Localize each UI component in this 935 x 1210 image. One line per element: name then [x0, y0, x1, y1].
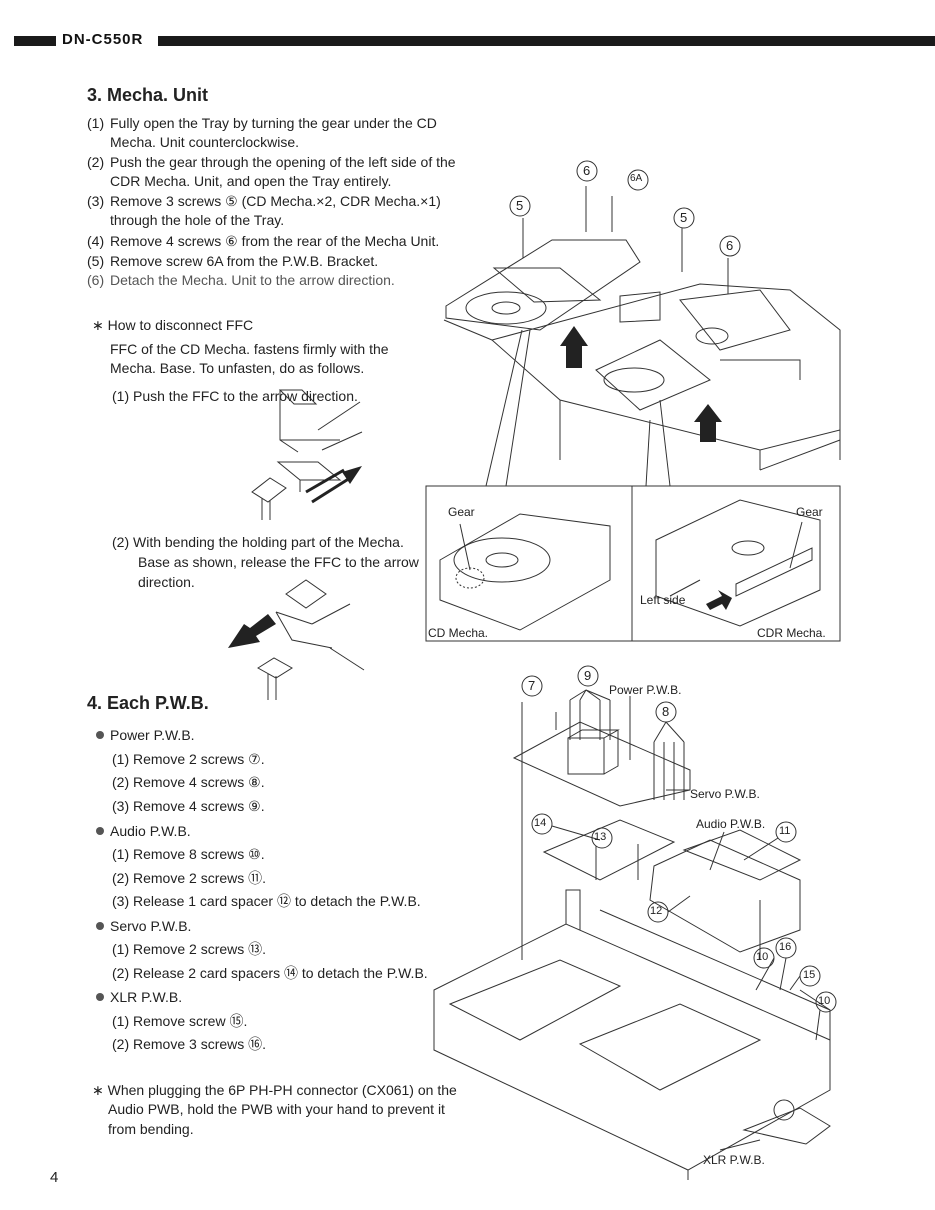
xlr-step-2: (2) Remove 3 screws ⑯. [112, 1036, 267, 1052]
header-bar-left [14, 36, 56, 46]
gear-label-left: Gear [448, 505, 475, 519]
bullet-icon [96, 731, 104, 739]
audio-pwb-heading: Audio P.W.B. [96, 822, 191, 841]
callout-14: 14 [534, 817, 547, 829]
callout-6a: 6 [583, 163, 591, 178]
bullet-icon [96, 993, 104, 1001]
ffc-step-2-line-2: Base as shown, release the FFC to the ar… [138, 554, 419, 570]
ffc-text-1: FFC of the CD Mecha. fastens firmly with… [110, 341, 389, 357]
servo-step-2: (2) Release 2 card spacers ⑭ to detach t… [112, 965, 428, 981]
xlr-step-1: (1) Remove screw ⑮. [112, 1013, 248, 1029]
bullet-icon [96, 827, 104, 835]
ffc-release-illustration [228, 579, 365, 700]
mecha-unit-exploded-diagram [425, 160, 841, 642]
callout-7: 7 [528, 678, 536, 693]
power-step-3: (3) Remove 4 screws ⑨. [112, 798, 265, 814]
audio-step-1: (1) Remove 8 screws ⑩. [112, 846, 265, 862]
callout-12: 12 [650, 905, 663, 917]
ffc-step-2-line-3: direction. [138, 574, 195, 590]
servo-pwb-heading: Servo P.W.B. [96, 917, 191, 936]
ffc-step-1: (1) Push the FFC to the arrow direction. [112, 388, 358, 404]
gear-label-right: Gear [796, 505, 823, 519]
callout-9: 9 [584, 668, 592, 683]
connector-note-2: Audio PWB, hold the PWB with your hand t… [108, 1101, 445, 1117]
bullet-icon [96, 922, 104, 930]
xlr-pwb-heading: XLR P.W.B. [96, 988, 182, 1007]
pwb-exploded-diagram [433, 665, 837, 1180]
callout-13: 13 [594, 831, 607, 843]
audio-step-2: (2) Remove 2 screws ⑪. [112, 870, 267, 886]
callout-10b: 10 [818, 995, 831, 1007]
power-step-1: (1) Remove 2 screws ⑦. [112, 751, 265, 767]
xlr-pwb-label: XLR P.W.B. [703, 1153, 765, 1167]
servo-step-1: (1) Remove 2 screws ⑬. [112, 941, 267, 957]
section-4-title: 4. Each P.W.B. [87, 693, 209, 713]
servo-pwb-label: Servo P.W.B. [690, 787, 760, 801]
callout-10a: 10 [756, 951, 769, 963]
audio-pwb-label: Audio P.W.B. [696, 817, 766, 831]
section-3-title: 3. Mecha. Unit [87, 85, 209, 105]
callout-8: 8 [662, 704, 670, 719]
callout-5b: 5 [680, 210, 688, 225]
callout-11: 11 [779, 825, 791, 837]
ffc-text-2: Mecha. Base. To unfasten, do as follows. [110, 360, 365, 376]
callout-15: 15 [803, 969, 816, 981]
cdr-mecha-label: CDR Mecha. [757, 626, 826, 640]
model-name: DN-C550R [58, 31, 148, 48]
ffc-heading: ∗ How to disconnect FFC [92, 317, 254, 333]
ffc-push-illustration [251, 389, 363, 520]
header-bar-right [158, 36, 935, 46]
ffc-step-2-line-1: (2) With bending the holding part of the… [112, 534, 404, 550]
left-side-label: Left side [640, 593, 686, 607]
page-number: 4 [50, 1169, 59, 1186]
connector-note-3: from bending. [108, 1121, 194, 1137]
power-pwb-label: Power P.W.B. [609, 683, 682, 697]
callout-6A: 6A [630, 173, 643, 184]
connector-note-1: ∗ When plugging the 6P PH-PH connector (… [92, 1082, 457, 1098]
audio-step-3: (3) Release 1 card spacer ⑫ to detach th… [112, 893, 421, 909]
callout-6c: 6 [726, 238, 734, 253]
cd-mecha-label: CD Mecha. [428, 626, 489, 640]
callout-16: 16 [779, 941, 792, 953]
power-step-2: (2) Remove 4 screws ⑧. [112, 774, 265, 790]
power-pwb-heading: Power P.W.B. [96, 726, 195, 745]
callout-5a: 5 [516, 198, 524, 213]
